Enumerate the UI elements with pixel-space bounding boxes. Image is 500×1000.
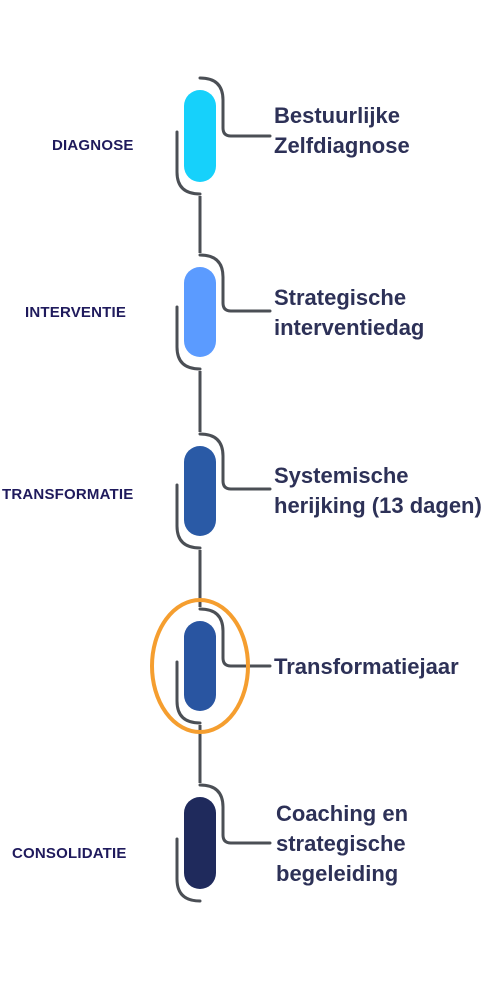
step-title-line: Zelfdiagnose <box>274 133 410 158</box>
connector-bracket-right <box>198 783 272 845</box>
step-title-line: Systemische <box>274 463 409 488</box>
step-title-line: Bestuurlijke <box>274 103 400 128</box>
step-title-line: interventiedag <box>274 315 425 340</box>
phase-label-interventie: INTERVENTIE <box>25 304 127 321</box>
step-pill <box>184 797 216 889</box>
step-title-coaching: Coaching en strategische begeleiding <box>276 799 408 889</box>
connector-bracket-left <box>175 130 202 196</box>
connector-bracket-left <box>175 837 202 903</box>
step-pill <box>184 90 216 182</box>
connector-bracket-right <box>198 76 272 138</box>
step-pill <box>184 267 216 357</box>
step-title-herijking: Systemische herijking (13 dagen) <box>274 461 482 521</box>
step-title-line: begeleiding <box>276 861 399 886</box>
highlight-ring <box>150 598 250 734</box>
step-pill <box>184 621 216 711</box>
phase-label-diagnose: DIAGNOSE <box>52 137 134 154</box>
step-title-interventiedag: Strategische interventiedag <box>274 283 424 343</box>
connector-bracket-right <box>198 253 272 313</box>
connector-bracket-left <box>175 660 202 725</box>
step-title-line: Transformatiejaar <box>274 654 459 679</box>
step-title-transformatiejaar: Transformatiejaar <box>274 652 459 682</box>
step-title-zelfdiagnose: Bestuurlijke Zelfdiagnose <box>274 101 410 161</box>
connector-bracket-left <box>175 483 202 550</box>
step-title-line: Coaching en <box>276 801 409 826</box>
connector-bracket-left <box>175 305 202 371</box>
step-title-line: Strategische <box>274 285 407 310</box>
phase-label-transformatie: TRANSFORMATIE <box>2 486 134 503</box>
connector-bracket-right <box>198 607 272 668</box>
step-pill <box>184 446 216 536</box>
phase-label-consolidatie: CONSOLIDATIE <box>12 845 127 862</box>
connector-bracket-right <box>198 432 272 491</box>
step-title-line: strategische <box>276 831 406 856</box>
step-title-line: herijking (13 dagen) <box>274 493 482 518</box>
